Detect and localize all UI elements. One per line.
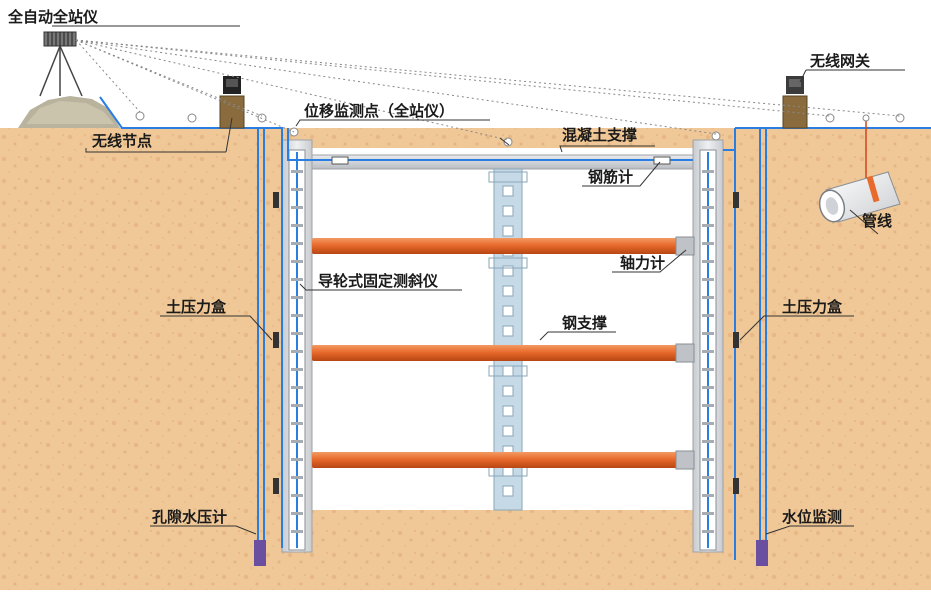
label-wireless-gateway: 无线网关 (809, 52, 870, 70)
label-pore-water-meter: 孔隙水压计 (152, 508, 227, 526)
prism-target-icon (711, 131, 721, 141)
prism-target-icon (187, 113, 197, 123)
label-axial-force-meter: 轴力计 (620, 254, 665, 272)
label-displacement-point: 位移监测点（全站仪） (304, 102, 454, 120)
concrete-support-beam (311, 154, 694, 170)
earth-pressure-cell-icon (273, 478, 279, 494)
water-level-sensor (756, 540, 768, 566)
leader-lines (52, 25, 905, 535)
label-wireless-node: 无线节点 (91, 132, 152, 150)
prism-target-icon (825, 113, 835, 123)
label-earth-pressure-left: 土压力盒 (166, 298, 227, 316)
label-steel-support: 钢支撑 (562, 314, 607, 332)
steel-support-3 (312, 450, 695, 470)
label-water-level: 水位监测 (782, 508, 842, 526)
label-rebar-meter: 钢筋计 (588, 168, 633, 186)
steel-support-2 (312, 343, 695, 363)
steel-support-1 (312, 236, 695, 256)
pit-bottom-soil (282, 510, 722, 602)
label-total-station: 全自动全站仪 (7, 8, 99, 26)
label-inclinometer: 导轮式固定测斜仪 (318, 272, 439, 290)
prism-target-icon (895, 113, 905, 123)
prism-target-icon (135, 111, 145, 121)
earth-pressure-cell-icon (733, 192, 739, 208)
total-station-instrument (39, 31, 83, 97)
inclinometer-right (699, 149, 717, 551)
wall-sensors (273, 192, 739, 494)
rebar-meter-left (331, 156, 349, 165)
label-earth-pressure-right: 土压力盒 (782, 298, 843, 316)
earth-pressure-cell-icon (733, 332, 739, 348)
earth-pressure-cell-icon (273, 192, 279, 208)
earth-pressure-cell-icon (733, 478, 739, 494)
wireless-node-box (219, 76, 245, 129)
inclinometer-left (288, 149, 306, 551)
wireless-gateway-box (782, 76, 808, 129)
rebar-meter-right (653, 156, 671, 165)
sight-lines (75, 39, 901, 141)
label-pipeline: 管线 (862, 212, 892, 230)
earth-pressure-cell-icon (273, 332, 279, 348)
label-concrete-support: 混凝土支撑 (562, 126, 637, 144)
pore-water-pressure-sensor (254, 540, 266, 566)
pipeline-icon (818, 114, 901, 223)
